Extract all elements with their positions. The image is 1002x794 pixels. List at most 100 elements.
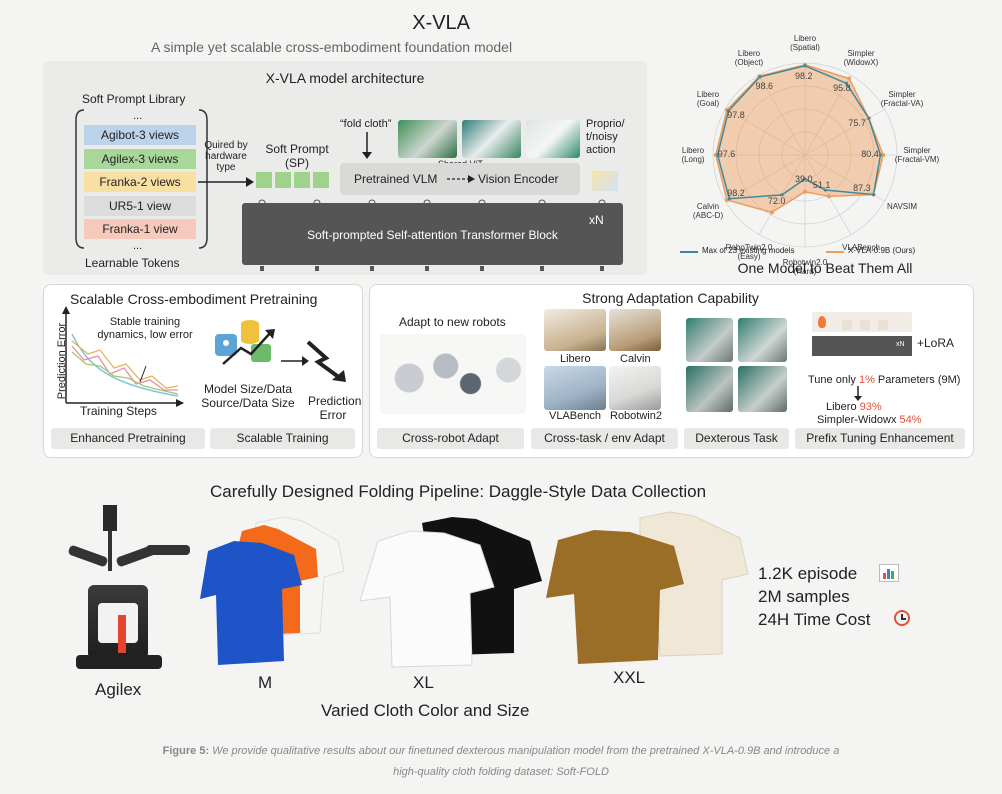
shirts-m-image bbox=[200, 516, 345, 665]
radar-value-label: 75.7 bbox=[848, 118, 866, 129]
error-drop-icon bbox=[306, 340, 346, 382]
library-ellipsis-bottom: ... bbox=[133, 240, 143, 252]
vlm-to-encoder-arrow bbox=[447, 175, 475, 183]
stat-episodes: 1.2K episode bbox=[758, 564, 858, 583]
library-item-agilex: Agilex-3 views bbox=[84, 149, 196, 169]
tune-percent: 1% bbox=[858, 374, 875, 386]
agilex-label: Agilex bbox=[95, 680, 142, 699]
figure-title: X-VLA bbox=[412, 12, 470, 34]
radar-value-label: 98.6 bbox=[755, 80, 773, 91]
stat-time-cost: 24H Time Cost bbox=[758, 610, 871, 629]
cross-robot-adapt-label: Cross-robot Adapt bbox=[377, 428, 524, 449]
radar-value-label: 80.4 bbox=[861, 149, 879, 159]
radar-spoke bbox=[725, 154, 806, 202]
shirts-xl-image bbox=[359, 517, 542, 668]
tune-only-text: Tune only 1% Parameters (9M) bbox=[808, 374, 960, 386]
radar-axis-label: Simpler(Fractal-VM) bbox=[894, 146, 940, 164]
learnable-tokens-label: Learnable Tokens bbox=[85, 256, 180, 270]
library-ellipsis-top: ... bbox=[133, 110, 143, 122]
radar-spoke bbox=[804, 154, 885, 202]
prefix-tuning-label: Prefix Tuning Enhancement bbox=[795, 428, 965, 449]
vlabench-image bbox=[544, 366, 606, 410]
robotwin2-image bbox=[609, 366, 661, 410]
pretraining-x-label: Training Steps bbox=[80, 404, 157, 418]
radar-point-existing bbox=[803, 177, 807, 181]
architecture-title: X-VLA model architecture bbox=[265, 70, 425, 86]
transformer-xn: xN bbox=[589, 213, 604, 227]
dexterous-image-1 bbox=[686, 318, 733, 362]
radar-point-existing bbox=[726, 109, 731, 113]
pretraining-y-label: Prediction Error bbox=[56, 322, 68, 400]
soft-prompt-tokens bbox=[256, 172, 329, 188]
alarm-clock-icon bbox=[894, 610, 910, 626]
cross-task-adapt-label: Cross-task / env Adapt bbox=[531, 428, 678, 449]
scalable-training-label: Scalable Training bbox=[210, 428, 355, 449]
radar-spoke bbox=[804, 108, 885, 156]
radar-point-existing bbox=[780, 193, 784, 197]
radar-point-existing bbox=[727, 197, 731, 201]
caption-line-2: high-quality cloth folding dataset: Soft… bbox=[393, 766, 609, 778]
task-robotwin2-label: Robotwin2 bbox=[610, 410, 662, 422]
size-xxl-label: XXL bbox=[613, 668, 646, 687]
radar-axis-label: Libero(Object) bbox=[734, 49, 764, 67]
model-size-label: Model Size/Data Source/Data Size bbox=[201, 382, 295, 410]
libero-result-value: 93% bbox=[859, 401, 882, 413]
size-m-label: M bbox=[258, 673, 273, 692]
radar-spoke bbox=[725, 108, 806, 156]
adaptation-title: Strong Adaptation Capability bbox=[582, 290, 759, 306]
camera-view-2 bbox=[462, 120, 521, 158]
radar-value-label: 97.8 bbox=[727, 109, 745, 120]
proprio-label: Proprio/ t/noisy action bbox=[586, 118, 625, 156]
libero-result: Libero 93% bbox=[826, 401, 882, 413]
radar-point-existing bbox=[871, 192, 876, 197]
radar-point-existing bbox=[878, 153, 883, 157]
library-bracket bbox=[75, 109, 208, 249]
varied-cloth-label: Varied Cloth Color and Size bbox=[321, 701, 530, 720]
radar-value-label: 98.2 bbox=[727, 188, 745, 199]
task-vlabench-label: VLABench bbox=[549, 410, 601, 422]
radar-point-existing bbox=[758, 75, 762, 79]
dexterous-task-label: Dexterous Task bbox=[684, 428, 789, 449]
radar-spoke bbox=[804, 75, 852, 156]
proprio-tokens bbox=[592, 171, 618, 191]
radar-axis-label: Libero(Long) bbox=[681, 146, 705, 164]
widowx-result-value: 54% bbox=[899, 414, 922, 426]
library-title: Soft Prompt Library bbox=[82, 92, 186, 106]
radar-legend: Max of 23 existing models X-VLA-0.9B (Ou… bbox=[678, 246, 978, 258]
radar-axis-label: Robotwin2.0(Hard) bbox=[782, 258, 828, 276]
radar-axis-label: RoboTwin2.0(Easy) bbox=[725, 242, 773, 261]
soft-prompt-label: Soft Prompt (SP) bbox=[265, 142, 329, 170]
radar-value-label: 87.3 bbox=[853, 182, 871, 193]
library-item-franka-1: Franka-1 view bbox=[84, 219, 196, 239]
radar-axis-label: VLABench bbox=[842, 242, 880, 252]
task-calvin-label: Calvin bbox=[620, 353, 651, 365]
camera-view-3 bbox=[526, 120, 580, 158]
robot-arms-image bbox=[380, 334, 526, 414]
radar-spoke bbox=[758, 75, 806, 156]
radar-value-label: 97.6 bbox=[717, 149, 736, 159]
radar-value-label: 98.2 bbox=[795, 70, 813, 81]
radar-axis-label: Calvin(ABC-D) bbox=[692, 202, 724, 220]
legend-ours-swatch bbox=[826, 251, 844, 253]
dexterous-image-4 bbox=[738, 366, 787, 412]
transformer-label: Soft-prompted Self-attention Transformer… bbox=[307, 228, 558, 242]
pretraining-annotation: Stable training dynamics, low error bbox=[97, 316, 193, 341]
widowx-result: Simpler-Widowx 54% bbox=[817, 414, 922, 426]
radar-point-existing bbox=[844, 81, 848, 85]
legend-existing-label: Max of 23 existing models bbox=[702, 246, 795, 255]
radar-point-ours bbox=[769, 210, 774, 215]
figure-subtitle: A simple yet scalable cross-embodiment f… bbox=[151, 39, 513, 55]
libero-result-label: Libero bbox=[826, 401, 860, 413]
scaling-arrow bbox=[281, 356, 309, 366]
folding-title: Carefully Designed Folding Pipeline: Dag… bbox=[210, 482, 707, 501]
library-item-agibot: Agibot-3 views bbox=[84, 125, 196, 145]
vision-encoder-label: Vision Encoder bbox=[478, 172, 559, 186]
shirts-xxl-image bbox=[546, 511, 749, 664]
camera-view-1 bbox=[398, 120, 457, 158]
library-item-ur5: UR5-1 view bbox=[84, 196, 196, 216]
stat-samples: 2M samples bbox=[758, 587, 850, 606]
radar-axis-label: Simpler(Fractal-VA) bbox=[880, 90, 924, 108]
quired-by-label: Quired by hardware type bbox=[204, 140, 248, 173]
vlm-label: Pretrained VLM bbox=[354, 172, 438, 186]
fold-cloth-label: “fold cloth” bbox=[340, 118, 392, 130]
